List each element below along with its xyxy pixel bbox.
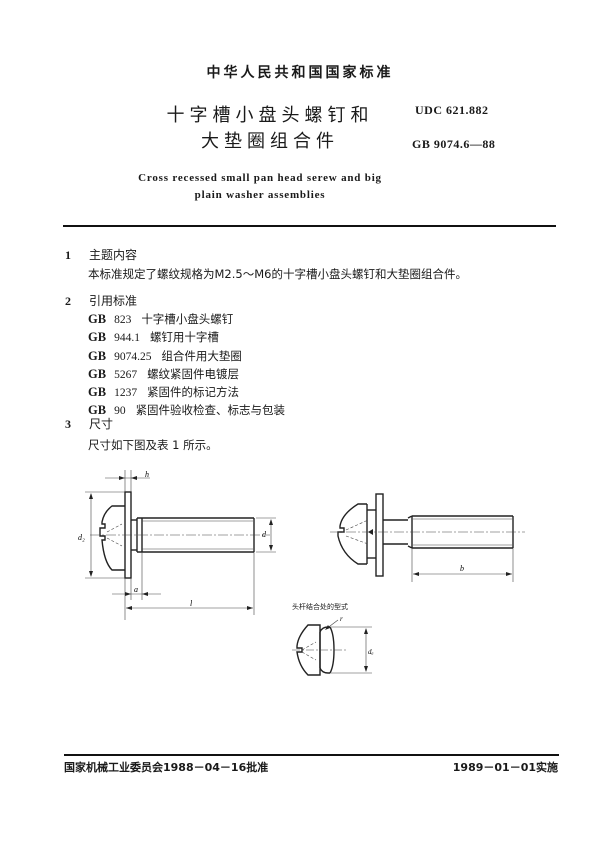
standard-number: GB 9074.6—88 xyxy=(412,137,496,151)
reference-code: 90 xyxy=(114,405,126,418)
section-number: 2 xyxy=(65,294,71,308)
reference-title: 螺纹紧固件电镀层 xyxy=(147,366,240,381)
dim-label-r: r xyxy=(340,615,343,623)
dim-label-h: h xyxy=(145,470,149,479)
reference-item: GB 90 紧固件验收检查、标志与包装 xyxy=(88,401,285,419)
effective-date: 1989－01－01实施 xyxy=(452,761,558,774)
reference-title: 紧固件验收检查、标志与包装 xyxy=(135,403,286,418)
document-title-en-line2: plain washer assemblies xyxy=(194,189,326,201)
reference-code: 9074.25 xyxy=(114,350,152,363)
reference-title: 紧固件的标记方法 xyxy=(147,385,240,400)
section-3-heading: 3 尺寸 xyxy=(65,415,113,432)
reference-prefix: GB xyxy=(88,330,107,345)
reference-item: GB 823 十字槽小盘头螺钉 xyxy=(88,310,285,328)
section-number: 1 xyxy=(65,248,71,262)
reference-title: 十字槽小盘头螺钉 xyxy=(141,312,234,326)
reference-prefix: GB xyxy=(88,312,107,326)
document-title-zh-line1: 十字槽小盘头螺钉和 xyxy=(166,105,374,126)
dim-label-d: d xyxy=(262,530,267,539)
section-title: 主题内容 xyxy=(89,248,138,262)
reference-item: GB 5267 螺纹紧固件电镀层 xyxy=(88,365,285,383)
section-title: 尺寸 xyxy=(89,417,114,431)
reference-code: 5267 xyxy=(114,368,138,381)
dim-label-d2: d₂ xyxy=(78,533,85,542)
udc-code: UDC 621.882 xyxy=(415,103,489,117)
dim-label-l: l xyxy=(190,599,193,608)
reference-item: GB 9074.25 组合件用大垫圈 xyxy=(88,347,285,365)
reference-code: 823 xyxy=(114,314,132,326)
screw-assembly-alt-view-drawing: b xyxy=(330,493,525,582)
reference-prefix: GB xyxy=(88,385,107,400)
reference-title: 螺钉用十字槽 xyxy=(149,330,219,345)
header-divider xyxy=(63,225,556,227)
dim-label-da: dₐ xyxy=(368,648,374,656)
reference-item: GB 944.1 螺钉用十字槽 xyxy=(88,328,285,346)
document-title-en-line1: Cross recessed small pan head serew and … xyxy=(138,172,382,184)
section-title: 引用标准 xyxy=(89,294,138,308)
section-2-heading: 2 引用标准 xyxy=(65,292,137,309)
reference-code: 944.1 xyxy=(114,332,140,345)
footer-divider xyxy=(64,754,559,756)
reference-prefix: GB xyxy=(88,403,107,418)
section-3-text: 尺寸如下图及表 1 所示。 xyxy=(88,438,218,452)
dim-label-b: b xyxy=(460,564,464,573)
dim-label-a: a xyxy=(134,585,138,594)
reference-code: 1237 xyxy=(114,387,138,400)
document-title-zh-line2: 大垫圈组合件 xyxy=(201,131,339,152)
section-1-heading: 1 主题内容 xyxy=(65,246,137,263)
screw-assembly-side-view-drawing: h d₂ d a l xyxy=(78,470,276,620)
approval-info: 国家机械工业委员会1988－04－16批准 xyxy=(64,761,269,774)
reference-prefix: GB xyxy=(88,366,107,381)
reference-item: GB 1237 紧固件的标记方法 xyxy=(88,383,285,401)
section-number: 3 xyxy=(65,417,71,431)
detail-caption: 头杆结合处的型式 xyxy=(292,603,348,611)
reference-title: 组合件用大垫圈 xyxy=(161,348,242,363)
reference-prefix: GB xyxy=(88,348,107,363)
head-shank-junction-detail-drawing: r dₐ xyxy=(292,615,374,676)
reference-list: GB 823 十字槽小盘头螺钉 GB 944.1 螺钉用十字槽 GB 9074.25 组合件… xyxy=(88,310,285,420)
national-standard-heading: 中华人民共和国国家标准 xyxy=(206,65,394,81)
section-1-text: 本标准规定了螺纹规格为M2.5～M6的十字槽小盘头螺钉和大垫圈组合件。 xyxy=(88,267,467,281)
